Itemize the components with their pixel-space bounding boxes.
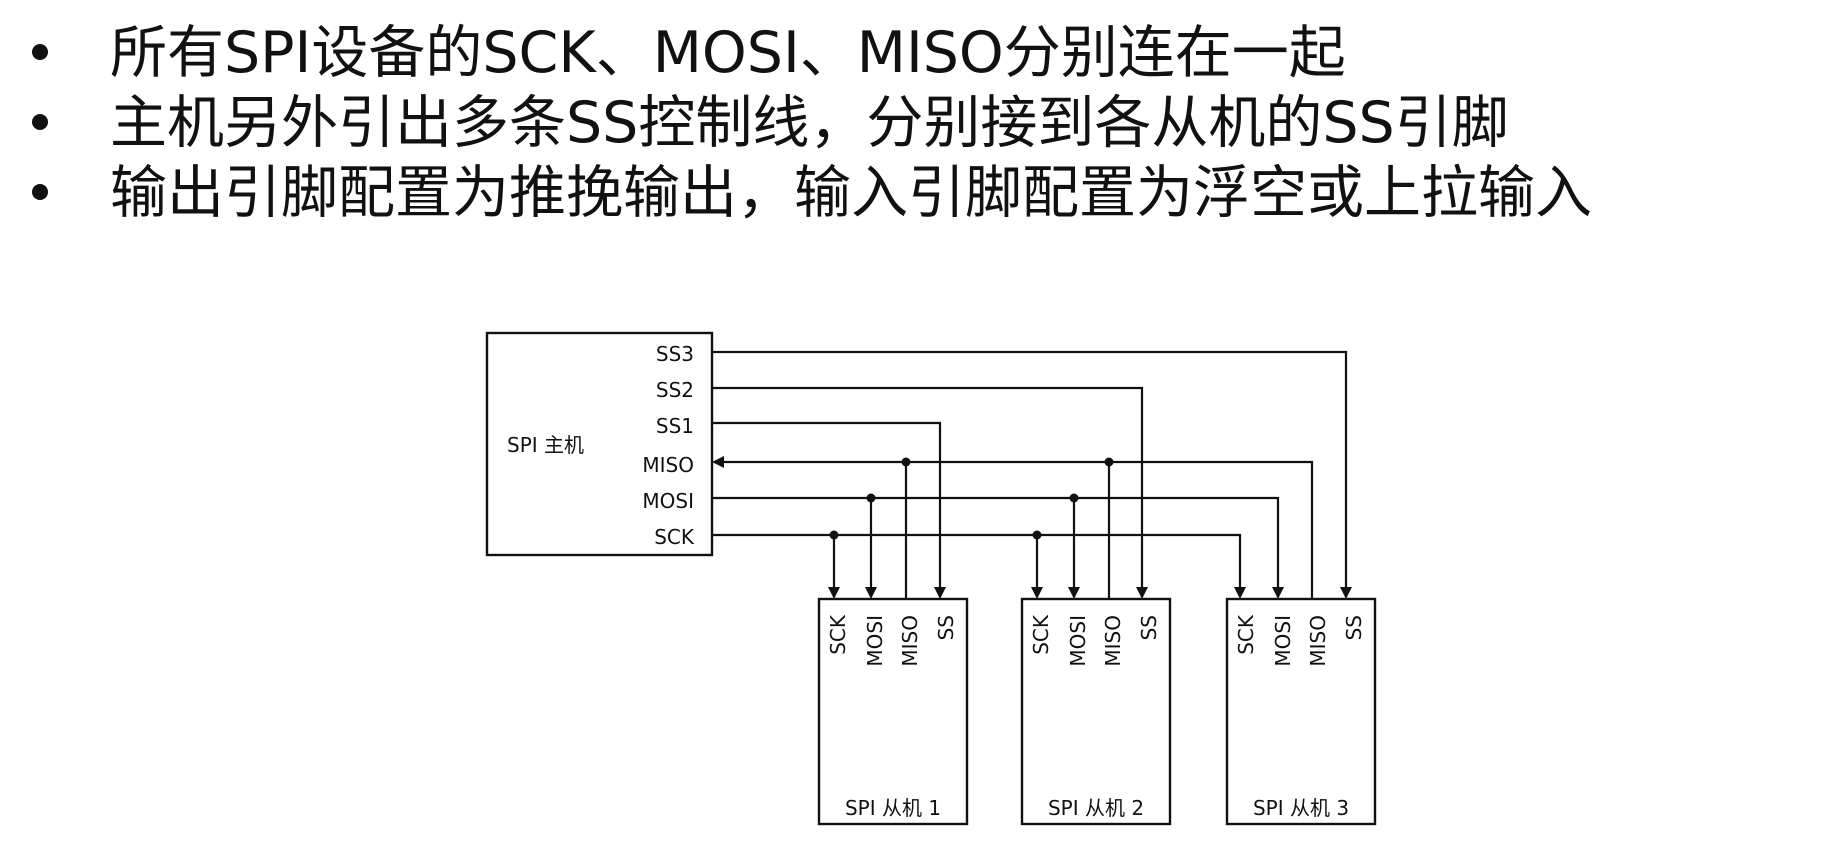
master-label: SPI 主机 <box>507 433 584 457</box>
slave-1-pin-mosi: MOSI <box>863 615 887 667</box>
mosi-junction-2 <box>1069 493 1079 503</box>
bullet-list: 所有SPI设备的SCK、MOSI、MISO分别连在一起 主机另外引出多条SS控制… <box>0 18 1830 228</box>
ss2-arrow-icon <box>1136 587 1148 599</box>
mosi-slave-1-arrow-icon <box>865 587 877 599</box>
bullet-text: 所有SPI设备的SCK、MOSI、MISO分别连在一起 <box>110 20 1346 86</box>
slave-1-pin-ss: SS <box>934 615 958 640</box>
mosi-slave-2-arrow-icon <box>1068 587 1080 599</box>
master-box <box>485 331 714 557</box>
slave-1-pin-sck: SCK <box>826 614 850 655</box>
master-pin-mosi: MOSI <box>642 489 694 513</box>
sck-junction-1 <box>829 530 839 540</box>
slave-2-box <box>1020 597 1172 826</box>
miso-arrow-icon <box>712 456 724 468</box>
sck-slave-1-arrow-icon <box>828 587 840 599</box>
bullet-dot-icon <box>32 184 48 200</box>
master-pin-miso: MISO <box>642 453 694 477</box>
master-pin-ss2: SS2 <box>656 378 694 402</box>
mosi-slave-3-arrow-icon <box>1272 587 1284 599</box>
ss3-arrow-icon <box>1340 587 1352 599</box>
slave-3-pin-sck: SCK <box>1234 614 1258 655</box>
sck-slave-2-arrow-icon <box>1031 587 1043 599</box>
slave-2-pin-ss: SS <box>1137 615 1161 640</box>
slave-2-pin-miso: MISO <box>1101 615 1125 667</box>
bullet-text: 输出引脚配置为推挽输出，输入引脚配置为浮空或上拉输入 <box>110 160 1592 226</box>
sck-slave-3-arrow-icon <box>1234 587 1246 599</box>
slave-1-pin-miso: MISO <box>898 615 922 667</box>
mosi-junction-1 <box>866 493 876 503</box>
slave-2-label: SPI 从机 2 <box>1048 796 1144 820</box>
miso-junction-1 <box>901 457 911 467</box>
ss2-line <box>712 386 1144 590</box>
slave-2-pin-mosi: MOSI <box>1066 615 1090 667</box>
master-pin-ss3: SS3 <box>656 342 694 366</box>
bullet-dot-icon <box>32 44 48 60</box>
mosi-bus-line <box>712 496 1280 590</box>
bullet-item: 主机另外引出多条SS控制线，分别接到各从机的SS引脚 <box>0 88 1830 158</box>
miso-bus-line <box>723 460 1314 599</box>
bullet-item: 输出引脚配置为推挽输出，输入引脚配置为浮空或上拉输入 <box>0 158 1830 228</box>
ss3-line <box>712 350 1348 590</box>
sck-junction-2 <box>1032 530 1042 540</box>
miso-junction-2 <box>1104 457 1114 467</box>
slave-1-label: SPI 从机 1 <box>845 796 941 820</box>
slave-3-pin-mosi: MOSI <box>1271 615 1295 667</box>
bullet-dot-icon <box>32 114 48 130</box>
slave-3-box <box>1225 597 1377 826</box>
slave-1-box <box>817 597 969 826</box>
slave-2-pin-sck: SCK <box>1029 614 1053 655</box>
bullet-item: 所有SPI设备的SCK、MOSI、MISO分别连在一起 <box>0 18 1830 88</box>
slave-3-pin-ss: SS <box>1342 615 1366 640</box>
slave-3-pin-miso: MISO <box>1306 615 1330 667</box>
sck-bus-line <box>712 533 1242 590</box>
bullet-text: 主机另外引出多条SS控制线，分别接到各从机的SS引脚 <box>110 90 1509 156</box>
ss1-arrow-icon <box>934 587 946 599</box>
master-pin-sck: SCK <box>654 525 695 549</box>
slave-3-label: SPI 从机 3 <box>1253 796 1349 820</box>
master-pin-ss1: SS1 <box>656 414 694 438</box>
